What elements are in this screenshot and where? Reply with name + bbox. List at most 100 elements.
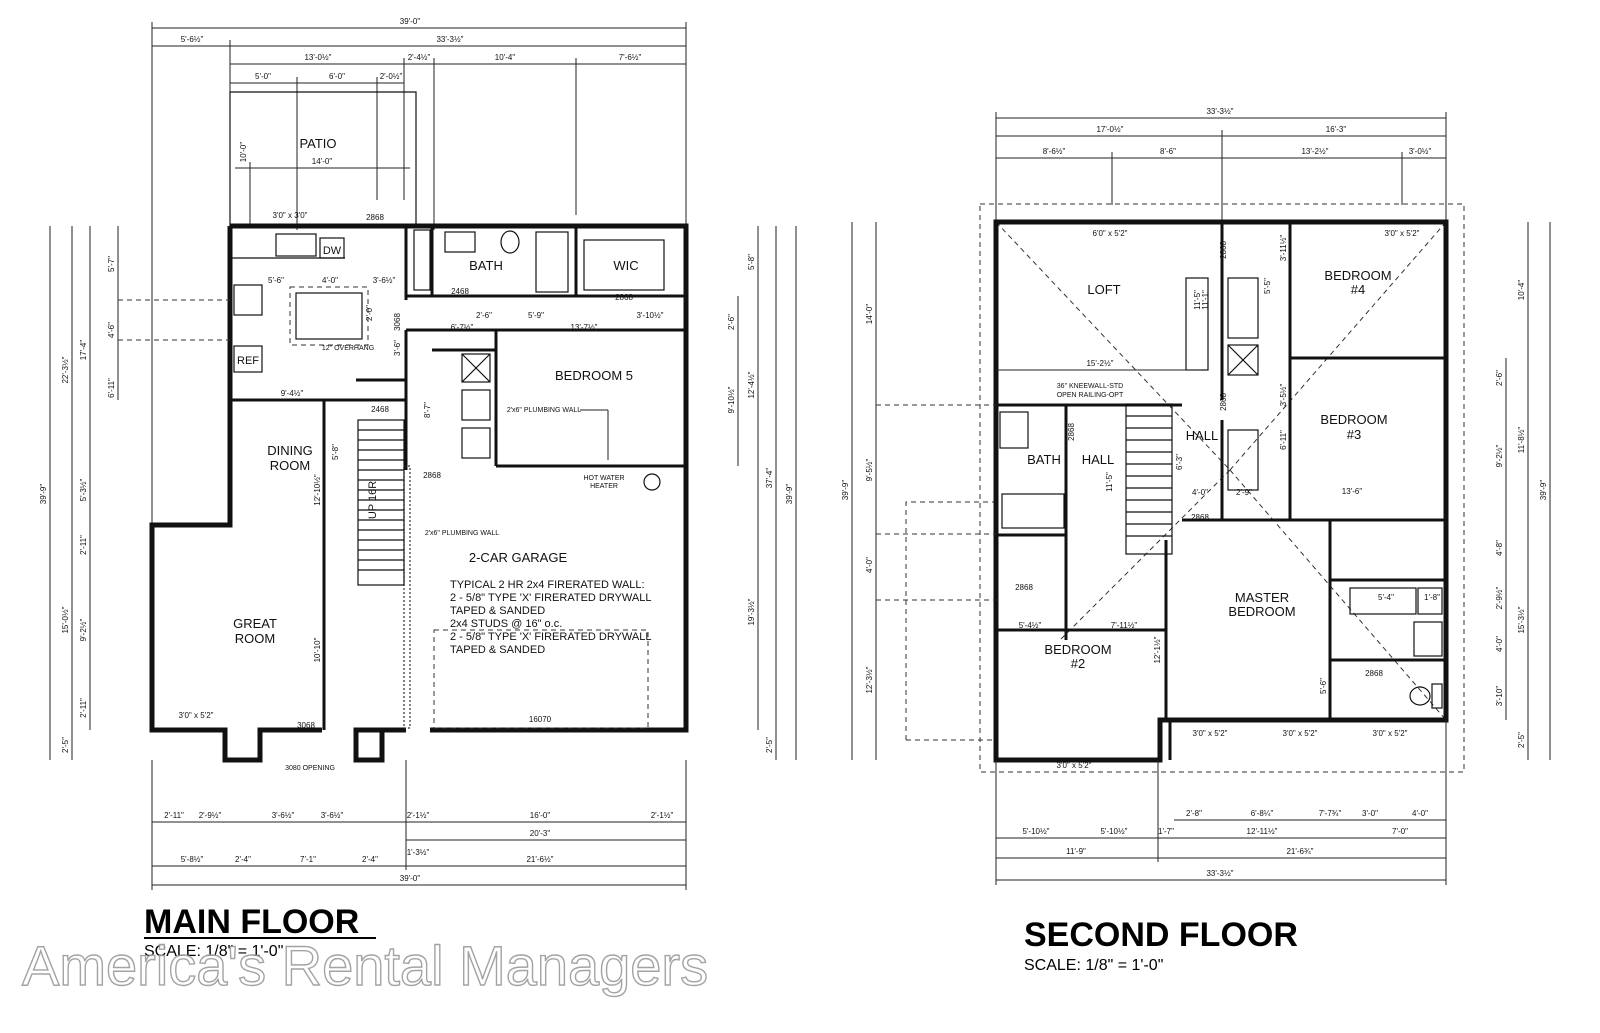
dim-second-bot2b: 5'-10½"	[1100, 827, 1127, 836]
dim-second-int-m: 3'-5½"	[1279, 384, 1288, 407]
overhang-note: 12" OVERHANG	[322, 345, 374, 352]
dim-main-left-overall: 39'-9"	[39, 484, 48, 505]
second-right-dimensions: 39'-9" 10'-4" 11'-8½" 15'-3½" 2'-5" 2'-6…	[1495, 222, 1551, 760]
dim-second-right-c: 9'-2½"	[1495, 445, 1504, 468]
wic-label: WIC	[613, 258, 638, 273]
main-floor-scale: SCALE: 1/8" = 1'-0"	[144, 943, 283, 960]
dim-main-top3c: 10'-4"	[495, 53, 516, 62]
water-heater-note-1: HOT WATER	[583, 475, 624, 482]
second-floor-plan: 33'-3½" 17'-0½" 16'-3" 8'-6½" 8'-6" 13'-…	[841, 107, 1551, 974]
dim-second-int-f: 2'-9"	[1236, 488, 1252, 497]
door-main-7: 3068	[297, 721, 315, 730]
dim-main-top3b: 2'-4½"	[408, 53, 431, 62]
dim-second-right-e: 4'-8"	[1495, 540, 1504, 556]
kneewall-note-2: OPEN RAILING-OPT	[1057, 392, 1124, 399]
plumbing-wall-note-2: 2'x6" PLUMBING WALL	[425, 530, 499, 537]
dim-main-right-g: 5'-8"	[747, 254, 756, 270]
dim-second-right-f: 2'-9½"	[1495, 587, 1504, 610]
master-label-2: BEDROOM	[1228, 604, 1295, 619]
dim-second-int-n: 3'-11½"	[1279, 235, 1288, 262]
firewall-note-6: TAPED & SANDED	[450, 644, 545, 656]
dim-second-right-a: 10'-4"	[1517, 280, 1526, 301]
door-second-b: 2868	[1219, 393, 1228, 411]
dining-label-1: DINING	[267, 443, 313, 458]
dim-second-left-b: 9'-5½"	[865, 459, 874, 482]
dim-main-top3d: 7'-6½"	[619, 53, 642, 62]
dim-main-int-a: 5'-6"	[268, 276, 284, 285]
firewall-note-5: 2 - 5/8" TYPE 'X' FIRERATED DRYWALL	[450, 631, 651, 643]
main-interior-walls	[230, 226, 686, 730]
dim-second-bot2c: 1'-7"	[1158, 827, 1174, 836]
dim-second-top3d: 3'-0½"	[1409, 147, 1432, 156]
great-room-label-2: ROOM	[235, 631, 275, 646]
dim-main-int-n: 3'-6"	[393, 340, 402, 356]
dim-main-right-d: 19'-3½"	[747, 598, 756, 625]
dim-second-bot3b: 21'-6¾"	[1286, 847, 1313, 856]
dishwasher-label: DW	[323, 245, 342, 257]
bedroom2-label-2: #2	[1071, 656, 1085, 671]
garage-firewall	[403, 465, 411, 729]
second-floor-title: SECOND FLOOR	[1024, 916, 1298, 954]
dim-main-left-f: 2'-11"	[79, 535, 88, 555]
firewall-note-3: TAPED & SANDED	[450, 605, 545, 617]
second-fixtures	[999, 277, 1443, 709]
dim-main-bot3b: 2'-9½"	[199, 811, 222, 820]
dim-main-bot-mid: 20'-3"	[530, 829, 551, 838]
hall-label-1: HALL	[1186, 428, 1219, 443]
dim-main-left-i: 5'-7"	[107, 256, 116, 272]
bedroom4-label-1: BEDROOM	[1324, 268, 1391, 283]
dim-second-bot2a: 5'-10½"	[1022, 827, 1049, 836]
dim-main-bot3g: 2'-1½"	[651, 811, 674, 820]
main-laundry: 8'-7" 2868	[423, 353, 491, 480]
water-heater-note-2: HEATER	[590, 483, 618, 490]
dim-patio-width: 14'-0"	[312, 157, 333, 166]
door-main-4: 3068	[393, 313, 402, 331]
dim-second-bot1d: 3'-0"	[1362, 809, 1378, 818]
window-main-2: 3'0" x 5'2"	[179, 711, 214, 720]
door-second-c: 2868	[1067, 423, 1076, 441]
dim-main-bot-small: 1'-3½"	[407, 848, 430, 857]
dim-second-bot1e: 4'-0"	[1412, 809, 1428, 818]
main-exterior-outline	[149, 223, 689, 763]
door-second-f: 2868	[1191, 513, 1209, 522]
second-stairs: 36" KNEEWALL-STD OPEN RAILING-OPT	[1057, 383, 1173, 555]
dim-main-bot3a: 2'-11"	[164, 811, 184, 820]
door-main-2: 2468	[451, 287, 469, 296]
dim-main-top2b: 33'-3½"	[436, 35, 463, 44]
dining-label-2: ROOM	[270, 458, 310, 473]
door-second-d: 2868	[1015, 583, 1033, 592]
dim-second-bot2d: 12'-11½"	[1247, 827, 1278, 836]
second-interior-walls	[996, 222, 1446, 720]
dim-second-top1: 33'-3½"	[1206, 107, 1233, 116]
second-bath-label: BATH	[1027, 452, 1061, 467]
window-second-c: 3'0" x 5'2"	[1193, 729, 1228, 738]
door-main-1: 2868	[366, 213, 384, 222]
dim-main-left-e: 5'-3½"	[79, 479, 88, 502]
dim-main-int-f: 5'-9"	[528, 311, 544, 320]
main-bath: BATH WIC 2468 2868 2'-6" 5'-9" 3'-10½" 6…	[413, 229, 665, 332]
dim-second-int-l: 6'-11"	[1279, 430, 1288, 450]
window-second-a: 6'0" x 5'2"	[1093, 229, 1128, 238]
dim-second-bot1b: 6'-8¼"	[1251, 809, 1274, 818]
dim-main-top3a: 13'-0½"	[304, 53, 331, 62]
dim-main-right-f: 2'-6"	[727, 314, 736, 330]
dim-second-int-b: 11'-1"	[1201, 290, 1210, 310]
dim-second-top2a: 17'-0½"	[1096, 125, 1123, 134]
dim-main-right-b: 2'-5"	[765, 737, 774, 753]
dim-main-bot-overall: 39'-0"	[400, 874, 421, 883]
dim-second-left-d: 12'-3½"	[865, 666, 874, 693]
garage: 2-CAR GARAGE TYPICAL 2 HR 2x4 FIRERATED …	[285, 473, 661, 772]
stairs-label: UP 16R	[367, 481, 379, 519]
dim-main-left-d: 17'-4"	[79, 340, 88, 361]
plumbing-wall-note-1: 2'x6" PLUMBING WALL	[507, 407, 581, 414]
dim-main-bot2a: 5'-8½"	[181, 855, 204, 864]
second-bottom-dimensions: 2'-8" 6'-8¼" 7'-7¾" 3'-0" 4'-0" 5'-10½" …	[995, 720, 1447, 885]
main-floor-title: MAIN FLOOR	[144, 903, 359, 941]
window-second-e: 3'0" x 5'2"	[1373, 729, 1408, 738]
firewall-note-1: TYPICAL 2 HR 2x4 FIRERATED WALL:	[450, 579, 645, 591]
dim-second-right-i: 3'-10"	[1495, 686, 1504, 707]
dim-second-int-h: 7'-11½"	[1111, 621, 1138, 630]
window-second-f: 3'0" x 5'2"	[1057, 761, 1092, 770]
main-bottom-dimensions: 2'-11" 2'-9½" 3'-6½" 3'-6½" 2'-1½" 16'-0…	[151, 760, 687, 890]
